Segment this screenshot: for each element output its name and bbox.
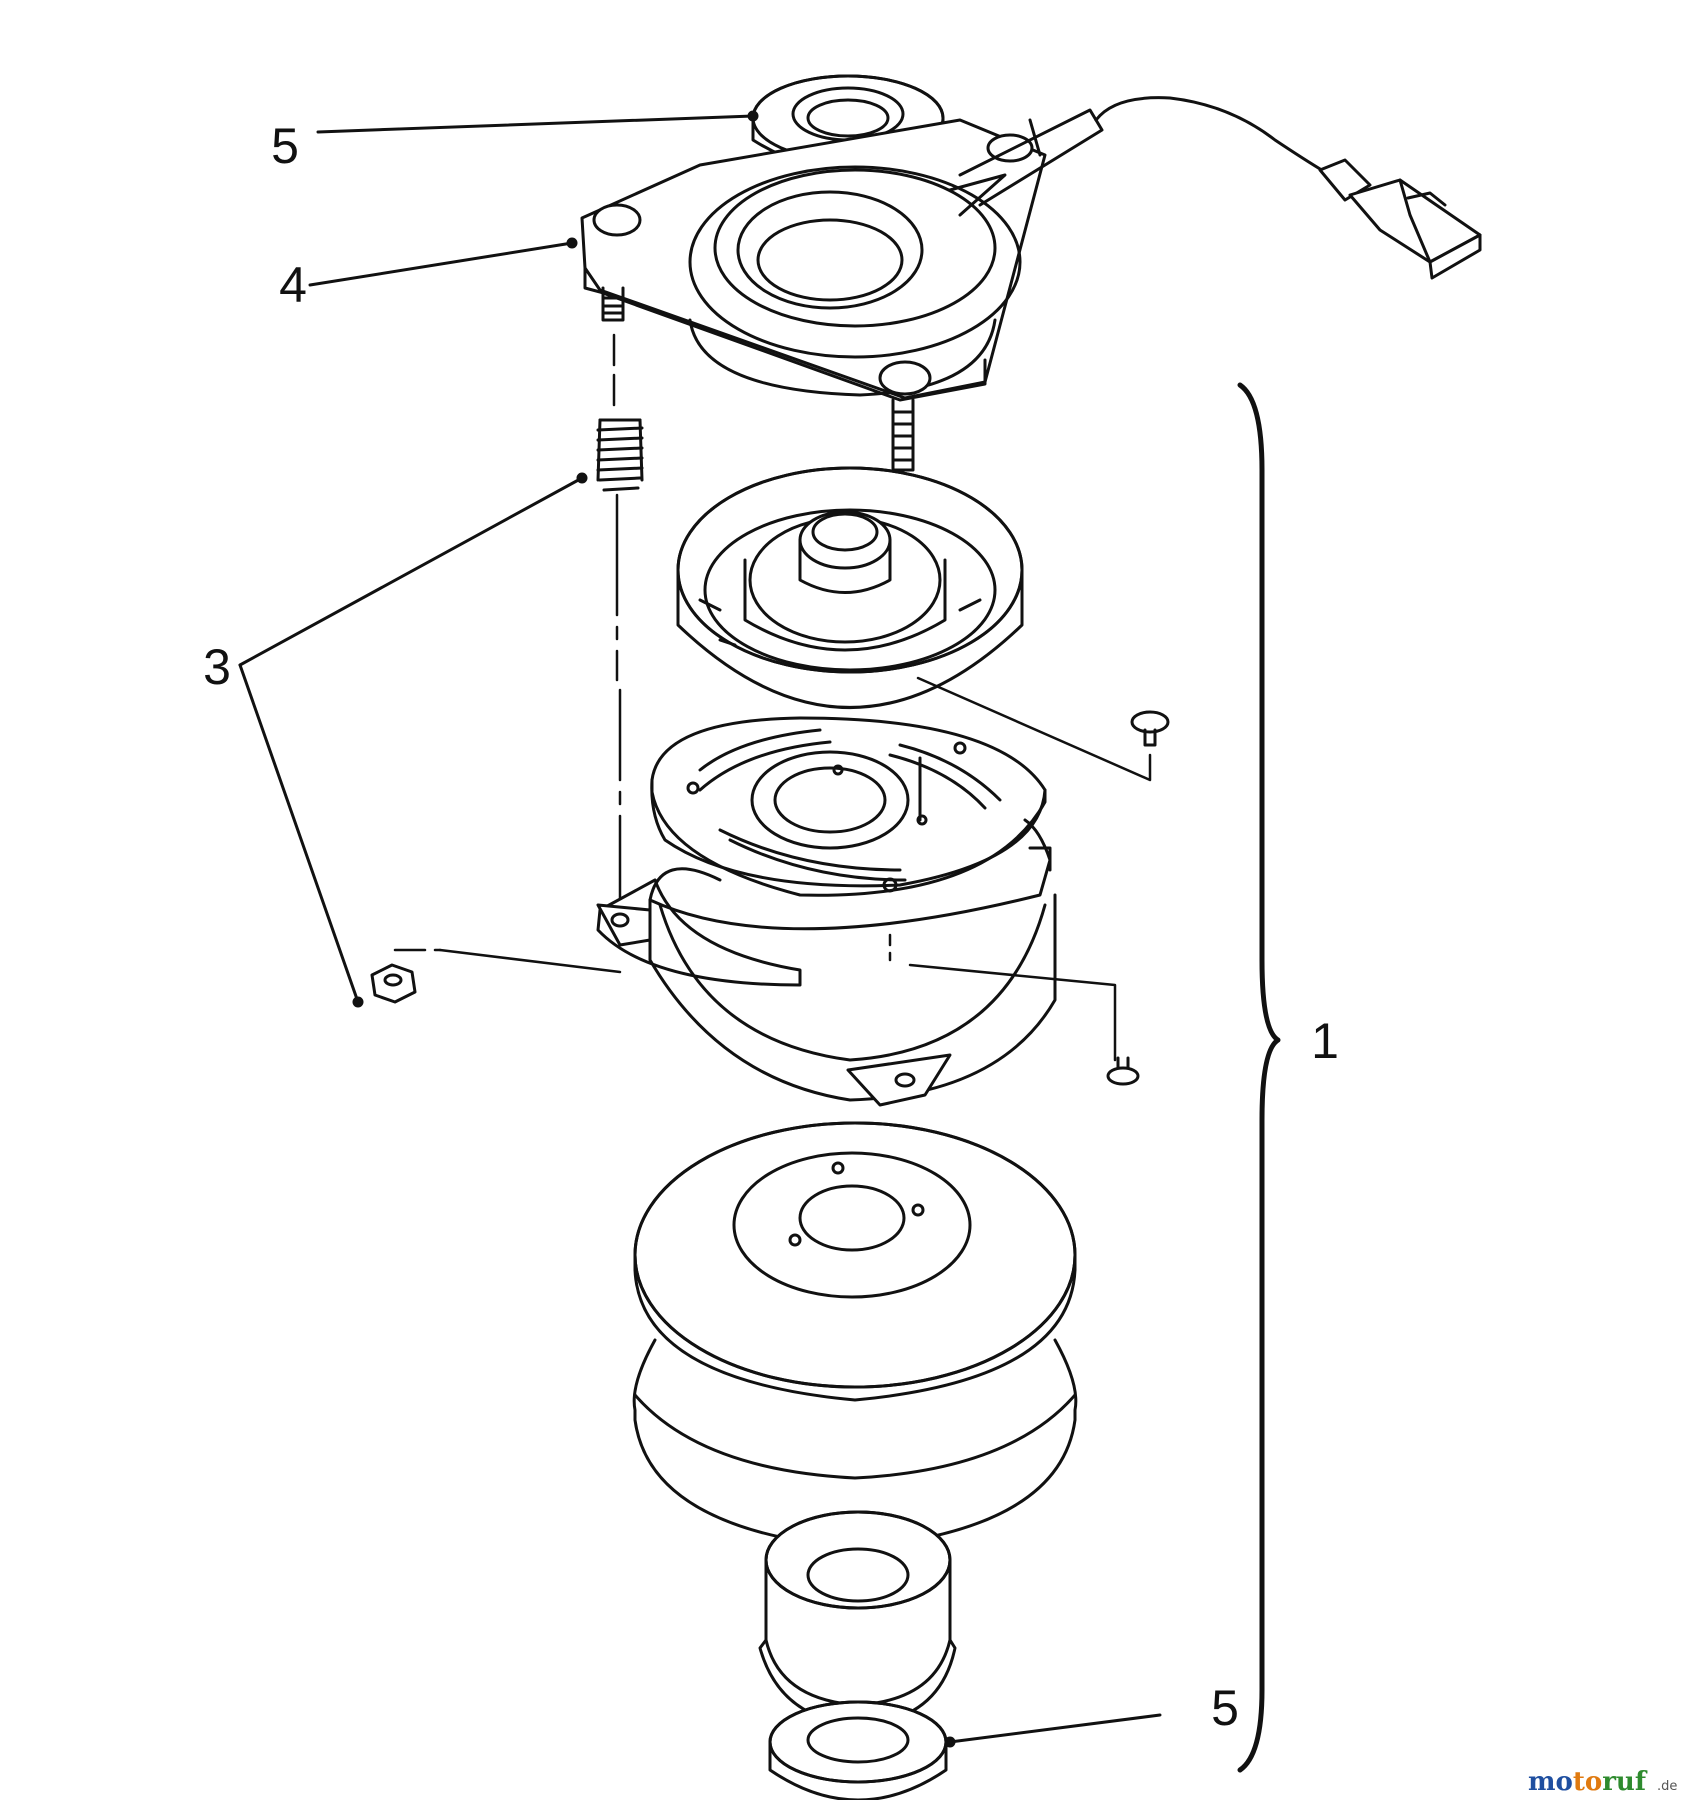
hex-nut	[370, 963, 417, 1004]
callout-top-bearing: 5	[271, 118, 299, 174]
field-housing	[580, 108, 1104, 472]
spring	[596, 418, 644, 492]
rivet-top	[1130, 710, 1170, 747]
svg-text:motoruf: motoruf	[1528, 1767, 1648, 1797]
pulley	[632, 1121, 1078, 1550]
brake-plate	[650, 716, 1047, 897]
rotor-cup	[676, 466, 1024, 709]
callout-spring-nut: 3	[203, 639, 231, 695]
assembly-guide-lines	[393, 333, 1152, 1062]
callout-clutch-assembly: 1	[1311, 1013, 1339, 1069]
callout-field-housing: 4	[279, 257, 307, 313]
callout-leaders	[238, 110, 1162, 1748]
callout-bottom-bearing: 5	[1211, 1680, 1239, 1736]
hub-spacer	[758, 1510, 957, 1727]
brake-ring	[596, 818, 1057, 1107]
assembly-brace	[1237, 382, 1281, 1773]
motoruf-watermark: motoruf .de	[1528, 1767, 1677, 1797]
svg-text:.de: .de	[1657, 1779, 1677, 1794]
bottom-bearing	[768, 1700, 948, 1800]
wire-harness	[1094, 96, 1482, 280]
rivet-bottom	[1106, 1056, 1140, 1086]
